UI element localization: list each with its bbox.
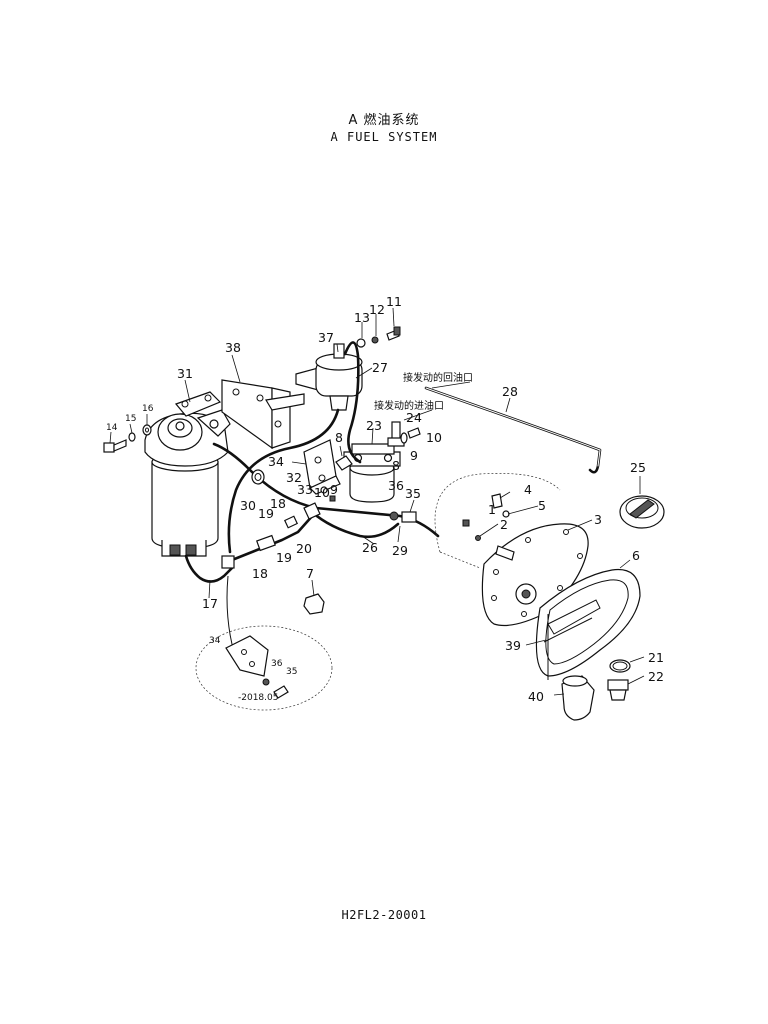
grommet-30 (251, 469, 265, 485)
title-english: A FUEL SYSTEM (330, 130, 438, 144)
washer-9 (400, 432, 408, 444)
grommet-36a (389, 511, 399, 521)
washer-32 (320, 486, 328, 494)
callout-24: 24 (406, 410, 422, 425)
callout-19b: 19 (276, 550, 292, 565)
callout-34a: 34 (268, 454, 284, 469)
callout-13: 13 (354, 310, 370, 325)
callout-28: 28 (502, 384, 518, 399)
callouts: 31 38 37 27 13 12 11 14 15 16 17 18 19 2… (106, 294, 664, 704)
detail-inset (195, 625, 333, 711)
callout-18b: 18 (252, 566, 268, 581)
callout-12: 12 (369, 302, 385, 317)
fuel-pump (295, 343, 363, 411)
callout-27: 27 (372, 360, 388, 375)
callout-35a: 35 (405, 486, 421, 501)
tube-39 (543, 599, 601, 680)
washer-15 (128, 432, 136, 442)
callout-11: 11 (386, 294, 402, 309)
callout-23: 23 (366, 418, 382, 433)
fitting-24 (387, 421, 405, 447)
callout-10a: 10 (426, 430, 442, 445)
callout-30: 30 (240, 498, 256, 513)
callout-40: 40 (528, 689, 544, 704)
leader-lines (109, 307, 645, 696)
callout-25: 25 (630, 460, 646, 475)
secondary-filter (343, 443, 401, 503)
fuel-filter-assembly (144, 391, 231, 557)
fitting-35a (401, 511, 417, 523)
callout-26: 26 (362, 540, 378, 555)
callout-37: 37 (318, 330, 334, 345)
callout-32: 32 (286, 470, 302, 485)
callout-5: 5 (538, 498, 546, 513)
filter-bracket (221, 379, 305, 450)
drawing-number: H2FL2-20001 (341, 908, 427, 922)
washer-13 (356, 338, 366, 348)
callout-20: 20 (296, 541, 312, 556)
return-pipe (424, 386, 602, 474)
bolt-14 (103, 439, 127, 453)
callout-16: 16 (142, 404, 154, 414)
callout-9b: 9 (330, 482, 338, 497)
clip-8 (335, 455, 353, 471)
gasket-6 (535, 568, 641, 677)
bolt-11 (386, 326, 401, 341)
callout-8a: 8 (335, 430, 343, 445)
strainer-40 (561, 675, 595, 721)
connector-19a (283, 515, 299, 529)
callout-29: 29 (392, 543, 408, 558)
connector-18a (303, 502, 321, 520)
title-chinese: A 燃油系统 (348, 113, 420, 128)
callout-3: 3 (594, 512, 602, 527)
plug-22 (607, 679, 629, 701)
callout-7: 7 (306, 566, 314, 581)
fitting-10 (407, 427, 421, 439)
bracket-34 (303, 439, 341, 495)
callout-33: 33 (297, 482, 313, 497)
inlet-port-note: 接发动的进油口 (374, 399, 444, 412)
callout-21: 21 (648, 650, 664, 665)
callout-36a: 36 (388, 478, 404, 493)
connector-19b (256, 534, 276, 552)
callout-18a: 18 (270, 496, 286, 511)
callout-19a: 19 (258, 506, 274, 521)
callout-36b: 36 (271, 659, 283, 669)
small-parts-1-2-4-5 (462, 493, 515, 561)
cap-25 (619, 495, 665, 529)
sender-plate-3 (481, 523, 589, 627)
callout-2: 2 (500, 517, 508, 532)
o-ring-21 (609, 659, 631, 673)
nut-7 (303, 593, 325, 615)
washer-16 (142, 424, 152, 436)
washer-12 (371, 336, 379, 344)
callout-8b: 8 (392, 458, 400, 473)
callout-9a: 9 (410, 448, 418, 463)
return-port-note: 接发动的回油口 (403, 371, 473, 384)
hoses (184, 341, 440, 661)
inset-date: -2018.05 (238, 693, 278, 703)
callout-31: 31 (177, 366, 193, 381)
fuel-tank-dashed-outline (434, 473, 561, 569)
callout-6: 6 (632, 548, 640, 563)
callout-15: 15 (125, 414, 136, 424)
connector-18b (221, 555, 235, 569)
callout-17: 17 (202, 596, 218, 611)
callout-39: 39 (505, 638, 521, 653)
callout-10b: 10 (314, 485, 330, 500)
callout-14: 14 (106, 423, 118, 433)
nut-33 (329, 495, 336, 502)
callout-22: 22 (648, 669, 664, 684)
callout-38: 38 (225, 340, 241, 355)
title-block: A 燃油系统 A FUEL SYSTEM (0, 112, 768, 145)
callout-35b: 35 (286, 667, 297, 677)
callout-4: 4 (524, 482, 532, 497)
callout-1: 1 (488, 502, 496, 517)
callout-34b: 34 (209, 636, 221, 646)
